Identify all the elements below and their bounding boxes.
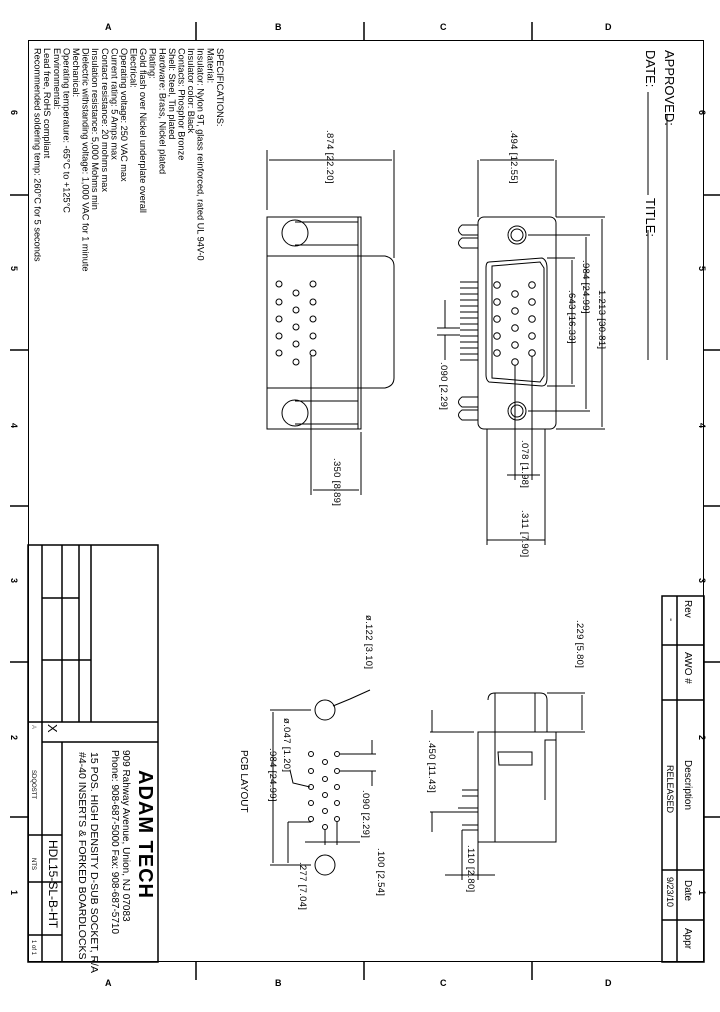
dim-pcb-hole-offset: .277 [7.04]	[297, 862, 308, 911]
rev-row-date: 9/23/10	[665, 877, 675, 908]
dim-pcb-mount-spacing: .984 [24.99]	[267, 748, 278, 802]
zone-letter-top-c: C	[440, 22, 447, 32]
specifications-block: SPECIFICATIONS: Material: Insulator: Nyl…	[32, 48, 225, 272]
date-label: DATE:	[643, 50, 658, 88]
rev-header-date: Date	[682, 880, 693, 902]
dim-pin-hole-dia: ø.047 [1.20]	[281, 718, 292, 773]
dim-depth: .311 [7.90]	[519, 510, 530, 558]
dim-shell-protrusion: .229 [5.80]	[574, 620, 585, 669]
spec-line: Electrical:	[128, 48, 139, 88]
approved-label: APPROVED:	[662, 50, 677, 126]
zone-number-right-5: 5	[697, 266, 707, 272]
dim-mount-hole-dia: ø.122 [3.10]	[363, 615, 374, 670]
zone-number-left-1: 1	[9, 890, 19, 896]
dim-pin-pitch: .090 [2.29]	[438, 362, 449, 411]
size-value: A	[30, 725, 36, 730]
spec-line: Dielectric withstanding voltage: 1,000 V…	[80, 48, 91, 272]
zone-letter-top-a: A	[105, 22, 112, 32]
zone-number-left-2: 2	[9, 735, 19, 741]
approval-mark: X	[45, 724, 60, 733]
zone-letter-bottom-b: B	[275, 978, 282, 988]
zone-letter-top-d: D	[605, 22, 612, 32]
pcb-layout-title: PCB LAYOUT	[238, 750, 249, 813]
spec-line: Contacts: Phosphor Bronze	[176, 48, 187, 161]
zone-number-right-1: 1	[697, 890, 707, 896]
dim-height-overall: 1.213 [30.81]	[596, 290, 607, 350]
dim-board-offset: .450 [11.43]	[426, 740, 437, 794]
zone-letter-bottom-c: C	[440, 978, 447, 988]
zone-letter-bottom-d: D	[605, 978, 612, 988]
drawing-number: SDQOSTT	[30, 770, 36, 800]
dim-rear-width: .874 [22.20]	[324, 130, 335, 184]
dim-tail-length: .110 [2.80]	[465, 845, 476, 893]
rev-row-rev: -	[665, 618, 676, 622]
zone-number-left-3: 3	[9, 578, 19, 584]
spec-line: Recommended soldering temp: 260°C for 5 …	[32, 48, 43, 262]
dim-overall-width: .494 [12.55]	[508, 130, 519, 184]
rev-row-description: RELEASED	[665, 765, 675, 814]
spec-line: Insulation resistance: 5,000 Mohms min	[90, 48, 101, 210]
spec-line: Lead free, RoHS compliant	[42, 48, 53, 159]
zone-number-right-3: 3	[697, 578, 707, 584]
part-description-2: #4-40 INSERTS & FORKED BOARDLOCKS	[76, 752, 88, 960]
scale-value: NTS	[30, 858, 36, 870]
zone-letter-top-b: B	[275, 22, 282, 32]
spec-line: Contact resistance: 20 mohms max	[99, 48, 110, 192]
company-phone: Phone: 908-687-5000 Fax: 908-687-5710	[109, 750, 120, 935]
dim-row-spacing: .078 [1.98]	[519, 440, 530, 489]
rev-header-awo: AWO #	[682, 652, 693, 684]
spec-line: Mechanical:	[70, 48, 81, 98]
spec-line: Plating:	[147, 48, 158, 79]
spec-line: Shell: Steel, Tin plated	[166, 48, 177, 140]
dim-rear-offset: .350 [8.89]	[331, 458, 342, 507]
spec-line: Operating voltage: 250 VAC max	[118, 48, 129, 182]
rev-header-description: Description	[682, 760, 693, 811]
zone-number-left-5: 5	[9, 266, 19, 272]
spec-line: Insulator: Nylon 9T, glass reinforced, r…	[195, 48, 206, 261]
rev-header-rev: Rev	[682, 600, 693, 618]
dim-shell-opening: .643 [16.33]	[566, 290, 577, 344]
part-description-1: 15 POS. HIGH DENSITY D-SUB SOCKET, R/A	[88, 752, 100, 973]
title-label: TITLE:	[643, 198, 658, 238]
zone-number-left-6: 6	[9, 110, 19, 116]
dim-mount-spacing: .984 [24.99]	[580, 260, 591, 314]
sheet-value: 1 of 1	[30, 940, 36, 956]
zone-number-right-4: 4	[697, 423, 707, 429]
zone-number-left-4: 4	[9, 423, 19, 429]
dim-pcb-pin-pitch: .090 [2.29]	[360, 790, 371, 839]
spec-heading: SPECIFICATIONS:	[214, 48, 225, 127]
dim-pcb-row-pitch: .100 [2.54]	[375, 848, 386, 897]
spec-line: Gold flash over Nickel underplate overal…	[138, 48, 149, 213]
drawing-frame	[28, 40, 704, 962]
zone-number-right-6: 6	[697, 110, 707, 116]
spec-line: Current rating: 5 Amps max	[109, 48, 120, 160]
company-address: 909 Rahway Avenue, Union, NJ 07083	[120, 750, 131, 922]
spec-line: Environmental:	[51, 48, 62, 110]
spec-line: Hardware: Brass, Nickel plated	[157, 48, 168, 175]
spec-line: Operating temperature: -65°C to +125°C	[61, 48, 72, 213]
rev-header-appr: Appr	[682, 928, 693, 950]
zone-number-right-2: 2	[697, 735, 707, 741]
part-number: HDL15-SL-B-HT	[46, 840, 60, 929]
spec-line: Insulator color: Black	[186, 48, 197, 134]
spec-line: Material:	[205, 48, 216, 84]
company-name: ADAM TECH	[134, 770, 156, 899]
zone-letter-bottom-a: A	[105, 978, 112, 988]
